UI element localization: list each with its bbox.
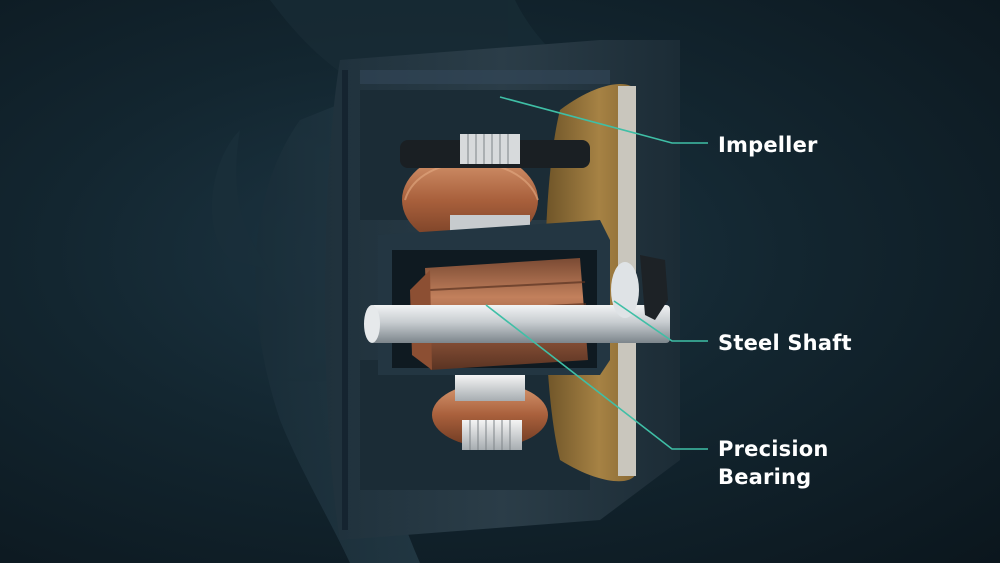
precision-bearing-label-line2: Bearing	[718, 465, 812, 489]
bottom-magnet-plates	[455, 375, 525, 450]
steel-shaft-label-text: Steel Shaft	[718, 331, 852, 355]
impeller-label: Impeller	[718, 131, 818, 159]
precision-bearing-leader-line	[485, 304, 708, 450]
precision-bearing-label: Precision Bearing	[718, 435, 829, 491]
steel-shaft-leader-line	[613, 300, 708, 342]
impeller-label-text: Impeller	[718, 133, 818, 157]
steel-shaft-label: Steel Shaft	[718, 329, 852, 357]
top-magnet-assembly	[400, 134, 590, 245]
steel-shaft	[364, 255, 670, 343]
leader-lines	[485, 96, 708, 450]
impeller-leader-line	[499, 96, 708, 144]
precision-bearing-label-line1: Precision	[718, 437, 829, 461]
